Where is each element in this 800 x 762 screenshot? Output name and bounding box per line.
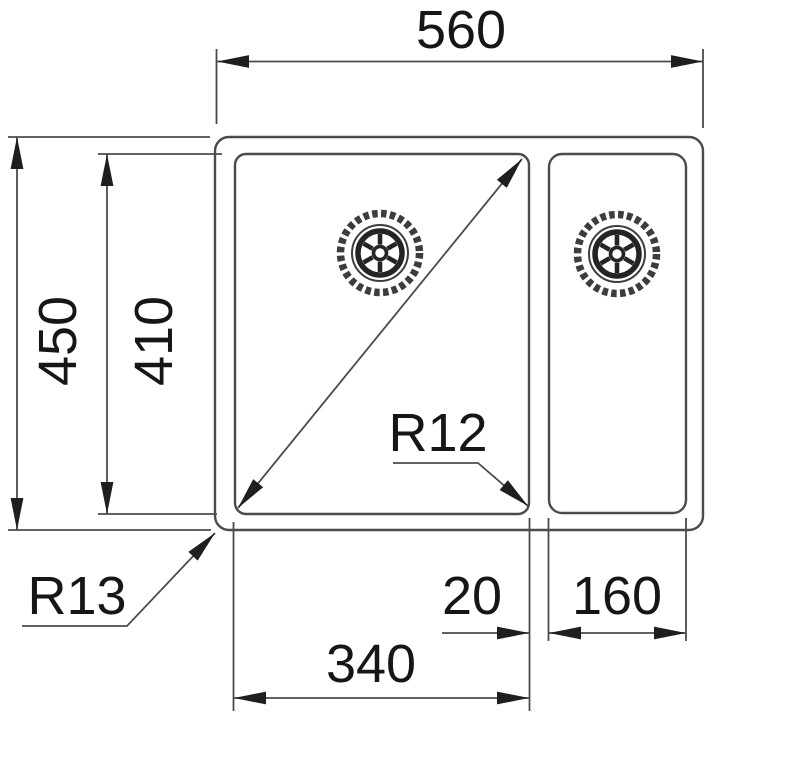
drain-center-hub (371, 244, 389, 262)
callout-outer-corner-radius: R13 (22, 532, 216, 627)
dimension-divider-width: 20 (442, 566, 529, 640)
callout-bowl-corner-radius: R12 (388, 403, 529, 507)
bowl-depth-label: 410 (124, 296, 184, 386)
dimension-bowl-depth: 410 (98, 153, 222, 515)
secondary-bowl (547, 152, 688, 515)
dimension-main-bowl-width: 340 (234, 634, 529, 705)
drain-center-hub (608, 245, 626, 263)
main-bowl-drain (336, 209, 424, 297)
bowl-diagonal-arrow (237, 158, 523, 509)
outer-corner-radius-label: R13 (27, 566, 126, 626)
secondary-bowl-width-label: 160 (572, 566, 662, 626)
drain-outer-hatched-ring (573, 210, 661, 298)
main-bowl-width-label: 340 (326, 634, 416, 694)
bowl-corner-radius-label: R12 (388, 403, 487, 463)
overall-width-label: 560 (416, 0, 506, 60)
sink-outer-rim (213, 135, 705, 532)
dimension-overall-width: 560 (215, 0, 704, 128)
leader-line (393, 462, 529, 507)
leader-line (22, 532, 216, 627)
dimension-overall-depth: 450 (8, 136, 211, 531)
drain-strainer-spokes (599, 235, 635, 273)
overall-depth-label: 450 (28, 296, 88, 386)
divider-width-label: 20 (442, 566, 502, 626)
secondary-bowl-drain (573, 210, 661, 298)
main-bowl (233, 152, 531, 516)
sink-outline (213, 135, 705, 532)
dimension-secondary-bowl-width: 160 (549, 566, 686, 640)
